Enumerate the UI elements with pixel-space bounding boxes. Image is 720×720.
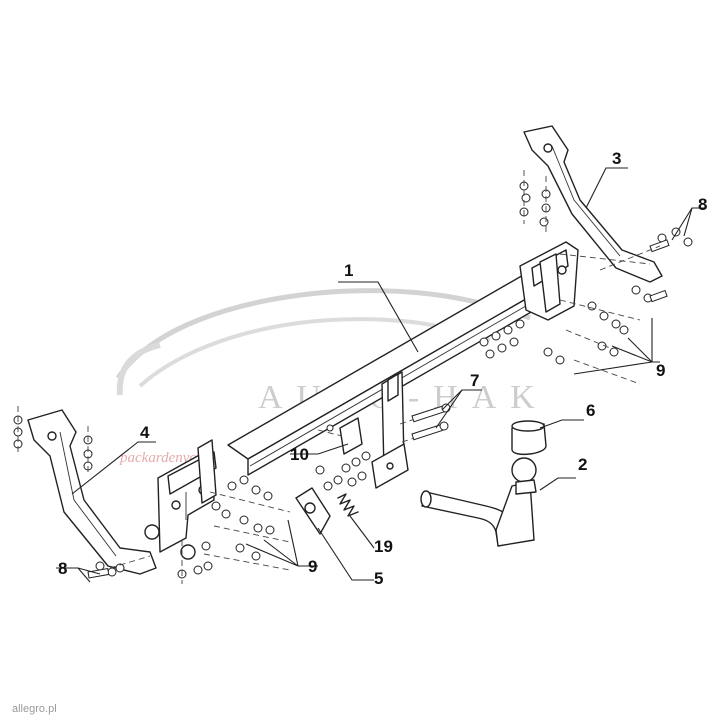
part-label-6: 6 [586,401,595,420]
part-label-9-right: 9 [656,361,665,380]
right-fastener-cluster [479,253,668,385]
socket-plate [295,487,331,535]
tow-ball-neck [420,457,537,547]
center-fastener-cluster [315,451,371,491]
part-label-4: 4 [140,423,150,442]
right-arm-fasteners [519,170,693,271]
tow-ball-cap [511,420,547,456]
footer-brand: allegro.pl [12,703,57,715]
left-fastener-cluster [177,475,291,584]
spring [337,493,359,517]
part-label-5: 5 [374,569,383,588]
part-label-19: 19 [374,537,393,556]
part-label-9-left: 9 [308,557,317,576]
part-label-7: 7 [470,371,479,390]
part-label-1: 1 [344,261,353,280]
part-label-2: 2 [578,455,587,474]
left-side-arm [27,409,196,575]
center-ball-mount-bracket [371,371,409,489]
part-label-10: 10 [290,445,309,464]
part-label-3: 3 [612,149,621,168]
part-label-8-left: 8 [58,559,67,578]
leader-lines [56,167,706,583]
right-side-arm [523,125,663,283]
part-label-8-right: 8 [698,195,707,214]
